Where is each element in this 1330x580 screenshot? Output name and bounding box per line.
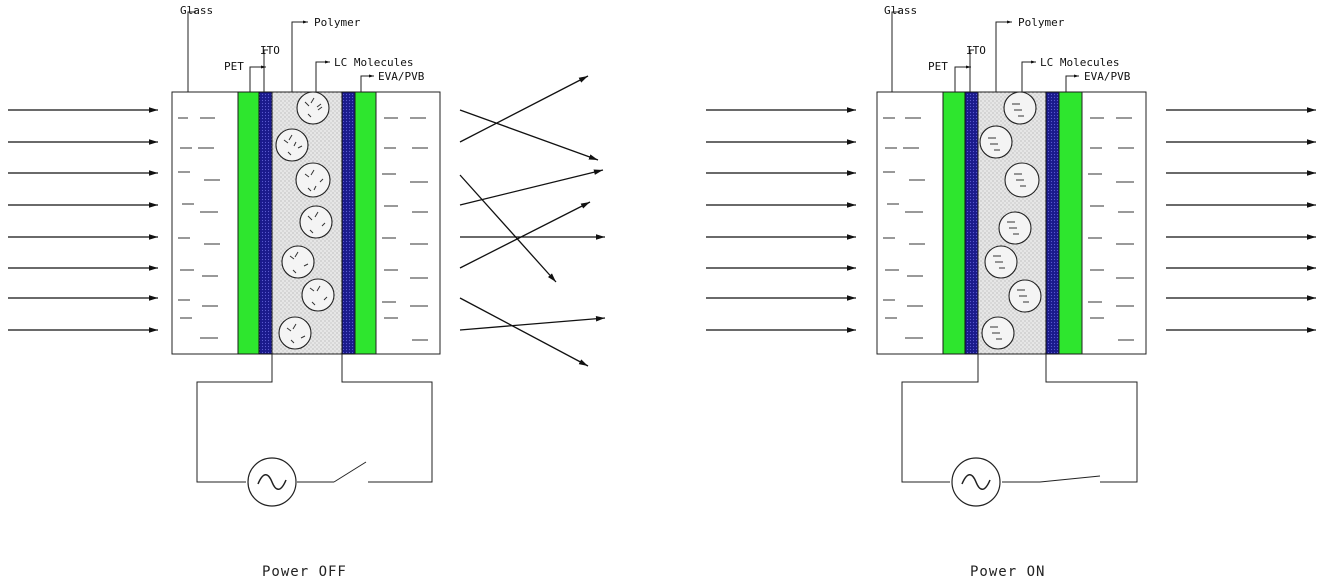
label-lc-molecules: LC Molecules bbox=[334, 56, 413, 69]
label-polymer: Polymer bbox=[1018, 16, 1065, 29]
glass-hatch-left bbox=[178, 117, 220, 339]
label-ito: ITO bbox=[966, 44, 986, 57]
leader-lines bbox=[891, 11, 1073, 92]
scattered-light-rays bbox=[459, 75, 606, 367]
leader-lines bbox=[187, 11, 368, 92]
leader-arrowheads bbox=[261, 20, 374, 78]
ac-source-icon bbox=[951, 457, 1001, 507]
leader-arrowheads bbox=[966, 20, 1079, 78]
label-eva-pvb: EVA/PVB bbox=[378, 70, 425, 83]
glass-hatch-right bbox=[382, 117, 428, 341]
label-lc-molecules: LC Molecules bbox=[1040, 56, 1119, 69]
ito-layer-left bbox=[964, 91, 979, 355]
pet-layer-right bbox=[354, 91, 377, 355]
panel-power-off: Glass Polymer ITO PET LC Molecules EVA/P… bbox=[8, 4, 606, 580]
circuit-wires bbox=[901, 354, 1138, 483]
label-glass: Glass bbox=[180, 4, 213, 17]
glass-layer-right bbox=[1081, 91, 1147, 355]
pet-layer-left bbox=[942, 91, 966, 355]
glass-layer-right bbox=[375, 91, 441, 355]
ac-source-icon bbox=[247, 457, 297, 507]
incoming-light-rays bbox=[706, 107, 856, 333]
glass-layer-left bbox=[171, 91, 239, 355]
pet-layer-left bbox=[237, 91, 260, 355]
label-polymer: Polymer bbox=[314, 16, 361, 29]
lc-molecules-droplets bbox=[275, 91, 335, 350]
pet-layer-right bbox=[1058, 91, 1083, 355]
glass-hatch-left bbox=[883, 117, 925, 339]
glass-hatch-right bbox=[1088, 117, 1134, 341]
ito-layer-right bbox=[1045, 91, 1060, 355]
label-pet: PET bbox=[928, 60, 948, 73]
switch-icon bbox=[1039, 475, 1101, 483]
switch-icon bbox=[333, 461, 367, 483]
transmitted-light-rays bbox=[1166, 107, 1316, 333]
glass-layer-left bbox=[876, 91, 944, 355]
label-ito: ITO bbox=[260, 44, 280, 57]
label-pet: PET bbox=[224, 60, 244, 73]
caption-power-on: Power ON bbox=[970, 564, 1045, 580]
lc-molecule-marks bbox=[283, 97, 328, 344]
panel-power-on: Glass Polymer ITO PET LC Molecules EVA/P… bbox=[706, 4, 1316, 580]
label-glass: Glass bbox=[884, 4, 917, 17]
caption-power-off: Power OFF bbox=[262, 564, 347, 580]
circuit-wires bbox=[196, 354, 433, 483]
label-eva-pvb: EVA/PVB bbox=[1084, 70, 1131, 83]
ito-layer-right bbox=[341, 91, 356, 355]
ito-layer-left bbox=[258, 91, 273, 355]
incoming-light-rays bbox=[8, 107, 158, 333]
lc-molecule-marks bbox=[988, 103, 1029, 340]
